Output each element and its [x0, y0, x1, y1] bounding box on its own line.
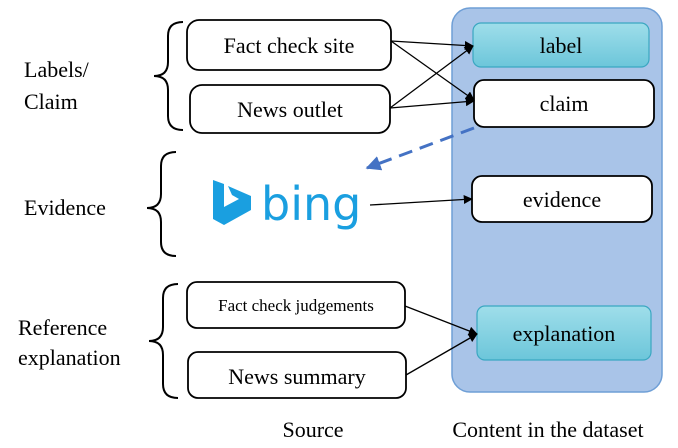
source-label-fact-check-site: Fact check site [224, 33, 355, 58]
footer-source-label: Source [282, 417, 343, 442]
dataset-label-evidence: evidence [523, 187, 601, 212]
group-label-labels: Labels/ [24, 57, 90, 82]
arrow-judgements-to-explanation [404, 305, 478, 336]
brace-labels-claim [153, 21, 184, 131]
source-box-news-outlet [189, 84, 391, 134]
brace-evidence [146, 151, 177, 257]
arrow-news-outlet-to-label [389, 45, 474, 109]
source-box-fact-check-judgements [186, 281, 406, 329]
arrow-news-outlet-to-claim [389, 97, 475, 109]
group-label-evidence: Evidence [24, 195, 106, 220]
brace-reference-explanation [148, 283, 179, 399]
arrow-bing-to-evidence [369, 194, 473, 206]
bing-logo: bing [213, 177, 361, 231]
group-label-claim: Claim [24, 89, 78, 114]
source-label-news-summary: News summary [228, 364, 365, 389]
source-box-fact-check-site [186, 19, 392, 71]
footer-content-label: Content in the dataset [452, 417, 643, 442]
arrow-summary-to-explanation [405, 333, 478, 376]
group-label-reference: Reference [18, 315, 107, 340]
group-label-explanation: explanation [18, 345, 121, 370]
arrow-fact-check-site-to-claim [390, 40, 475, 101]
dataset-label-explanation: explanation [513, 321, 616, 346]
dataset-label-claim: claim [540, 91, 589, 116]
source-label-fact-check-judgements: Fact check judgements [218, 296, 374, 315]
bing-wordmark: bing [261, 177, 361, 231]
dashed-arrow-claim-to-bing [365, 126, 475, 171]
arrow-fact-check-site-to-label [390, 40, 474, 51]
source-label-news-outlet: News outlet [237, 97, 343, 122]
bing-b-icon [213, 180, 251, 225]
dataset-label-label: label [540, 33, 583, 58]
